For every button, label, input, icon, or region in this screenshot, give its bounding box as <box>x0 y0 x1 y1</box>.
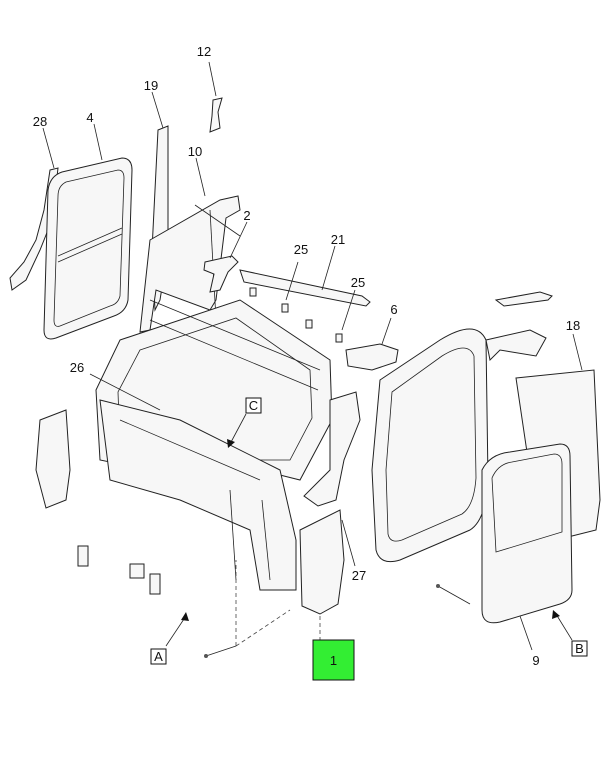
callout-19: 19 <box>144 78 158 93</box>
callout-6: 6 <box>390 302 397 317</box>
part-4-door-window-frame <box>43 157 133 340</box>
small-bracket-3 <box>149 573 161 595</box>
bolt-left <box>204 645 237 658</box>
main-cab-body <box>95 299 333 591</box>
small-bracket-2 <box>129 563 145 579</box>
loose-panel-left <box>35 409 71 509</box>
part-25-clips <box>249 287 343 343</box>
callout-25-b: 25 <box>351 275 365 290</box>
callout-26: 26 <box>70 360 84 375</box>
callout-18: 18 <box>566 318 580 333</box>
view-c-arrow <box>227 413 247 448</box>
part-6-bracket <box>345 343 399 371</box>
roof-strip-right <box>494 291 553 307</box>
view-b-label: B <box>575 641 584 656</box>
callout-1: 1 <box>330 653 337 668</box>
callout-10: 10 <box>188 144 202 159</box>
leader-dashed-left <box>235 560 291 647</box>
callout-27: 27 <box>352 568 366 583</box>
callout-25-a: 25 <box>294 242 308 257</box>
part-9-door <box>481 443 573 624</box>
view-a-box <box>150 648 167 665</box>
part-21-header-rail <box>239 269 371 307</box>
callout-4: 4 <box>86 110 93 125</box>
view-c-box <box>245 397 262 414</box>
callout-28: 28 <box>33 114 47 129</box>
view-a-arrow <box>165 612 189 647</box>
small-bracket-1 <box>77 545 89 567</box>
door-frame-right <box>371 328 547 563</box>
callout-9: 9 <box>532 653 539 668</box>
view-b-box <box>571 640 588 657</box>
bolt-right <box>436 584 471 605</box>
view-b-arrow <box>552 610 573 641</box>
part-2-console <box>203 255 239 293</box>
part-12-strip <box>209 97 223 133</box>
view-c-label: C <box>249 398 258 413</box>
view-a-label: A <box>154 649 163 664</box>
callout-12: 12 <box>197 44 211 59</box>
part-27-pillar-trim <box>303 391 361 507</box>
callout-21: 21 <box>331 232 345 247</box>
callout-2: 2 <box>243 208 250 223</box>
part-1-highlight-box <box>312 639 355 681</box>
part-1-kick-panel <box>299 509 345 615</box>
